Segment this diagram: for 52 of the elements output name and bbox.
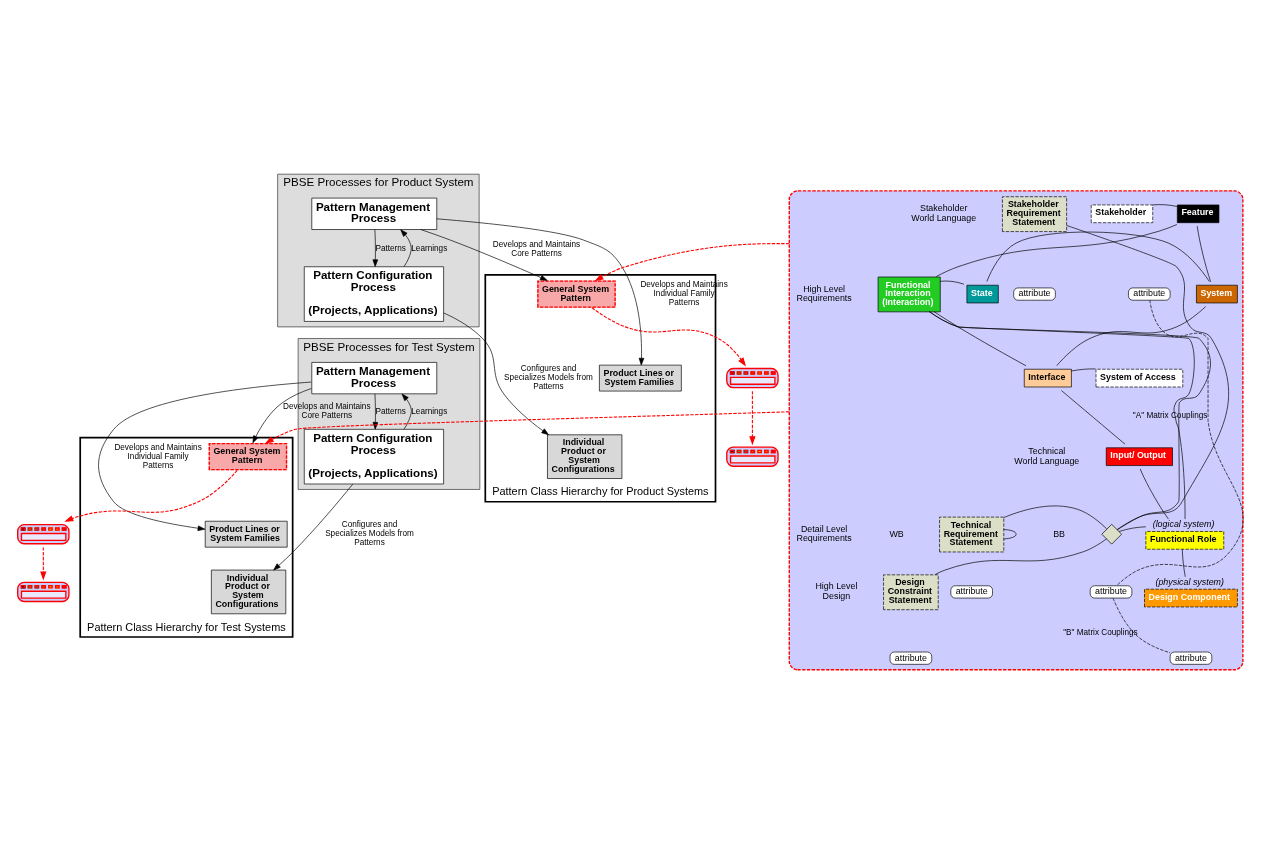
node-label: (physical system) bbox=[1155, 576, 1224, 587]
arrow bbox=[40, 546, 47, 580]
node-label: Pattern Class Hierarchy for Product Systems bbox=[492, 484, 709, 497]
connector bbox=[1061, 389, 1126, 444]
connector bbox=[1196, 225, 1212, 282]
arrow bbox=[400, 228, 412, 267]
arrow bbox=[420, 228, 548, 281]
arrow bbox=[591, 306, 747, 366]
arrow bbox=[252, 387, 312, 443]
connector bbox=[1139, 468, 1169, 519]
arrow bbox=[436, 217, 645, 365]
arrow bbox=[98, 381, 312, 531]
node-box: attribute bbox=[1089, 584, 1133, 598]
arrow bbox=[273, 483, 354, 570]
node-box: attribute bbox=[950, 584, 993, 598]
connector bbox=[1070, 368, 1096, 371]
connector bbox=[934, 538, 1107, 575]
arrow bbox=[372, 393, 379, 429]
node-diamond bbox=[1101, 523, 1122, 544]
label: Technical World Language bbox=[1014, 445, 1080, 466]
connector bbox=[1003, 528, 1017, 539]
arrow bbox=[443, 312, 549, 435]
node-label: (logical system) bbox=[1152, 518, 1215, 529]
label: Stakeholder World Language bbox=[911, 202, 977, 223]
node-box: attribute bbox=[1013, 287, 1056, 301]
node-label: Pattern Class Hierarchy for Test Systems bbox=[87, 620, 286, 633]
label: Detail Level Requirements bbox=[796, 523, 852, 543]
connector bbox=[1112, 597, 1171, 653]
node-box: attribute bbox=[1169, 651, 1213, 665]
node-box: attribute bbox=[889, 651, 933, 665]
connector bbox=[1056, 305, 1207, 366]
connector bbox=[1066, 224, 1229, 530]
label: WB bbox=[889, 528, 904, 539]
connector bbox=[935, 223, 1178, 277]
connector bbox=[933, 310, 1027, 366]
arrow bbox=[749, 390, 756, 445]
arrow bbox=[64, 469, 238, 522]
arrow bbox=[372, 228, 379, 267]
arrow bbox=[264, 410, 790, 444]
connector bbox=[1116, 299, 1244, 586]
connector bbox=[986, 231, 1210, 282]
arrow bbox=[594, 242, 790, 281]
connector bbox=[1003, 505, 1108, 529]
label: High Level Requirements bbox=[796, 283, 852, 303]
label: BB bbox=[1053, 528, 1066, 539]
connector bbox=[1152, 203, 1178, 207]
node-box: attribute bbox=[1128, 287, 1171, 301]
connector bbox=[1118, 525, 1147, 532]
arrow bbox=[401, 393, 412, 430]
connector bbox=[939, 280, 965, 285]
connector bbox=[1181, 548, 1186, 577]
label: High Level Design bbox=[815, 580, 858, 601]
